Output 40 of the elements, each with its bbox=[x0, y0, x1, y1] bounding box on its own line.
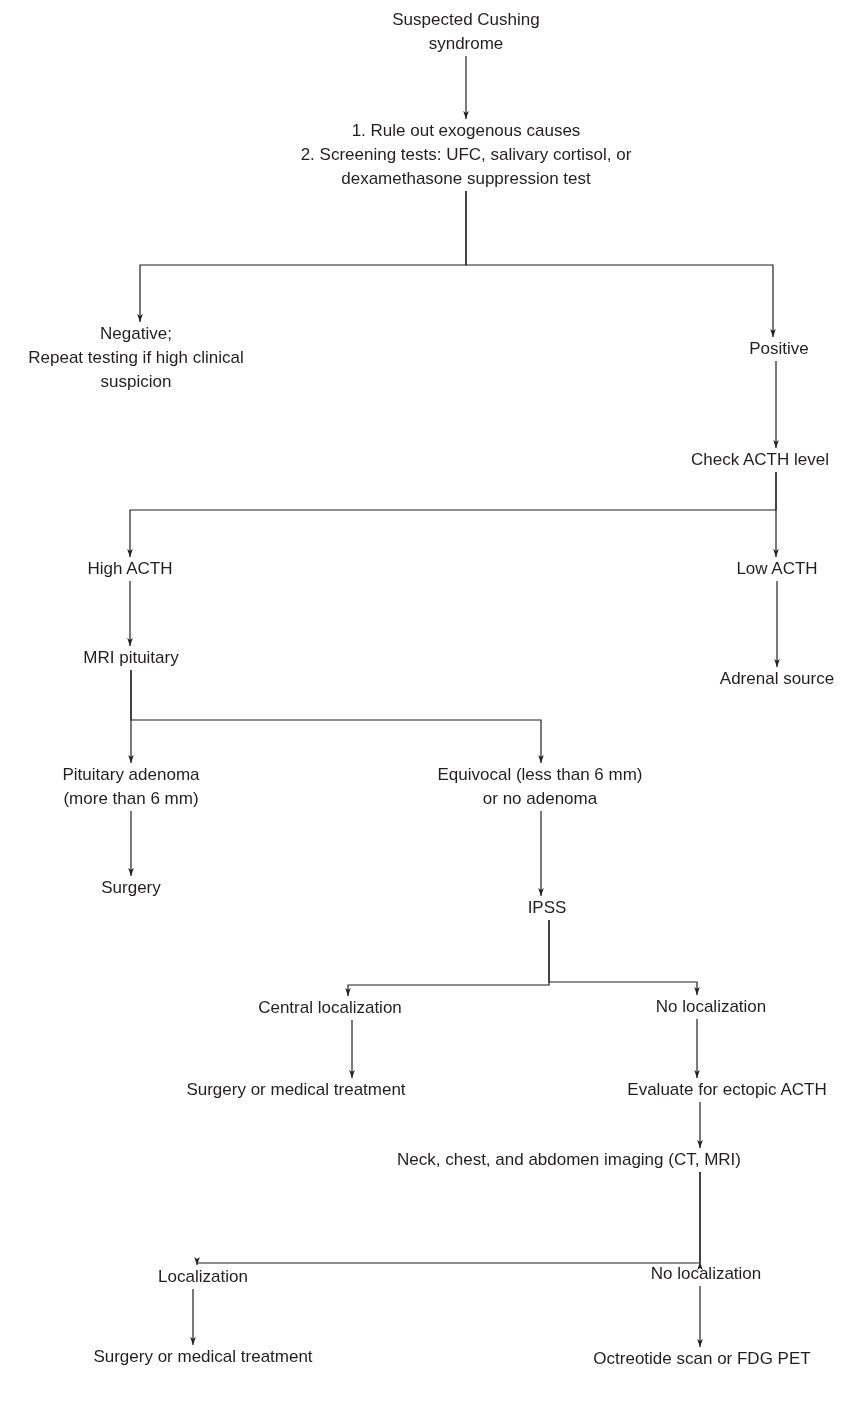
step-text: Surgery bbox=[101, 877, 161, 899]
step-text: Positive bbox=[749, 338, 809, 360]
step-text: Central localization bbox=[258, 997, 402, 1019]
arrow bbox=[694, 1018, 700, 1079]
step-text: 2. Screening tests: UFC, salivary cortisol, or dexamethasone suppression test bbox=[299, 144, 633, 190]
step-text: High ACTH bbox=[87, 558, 173, 580]
step-text: MRI pituitary bbox=[83, 647, 179, 669]
step-text: Check ACTH level bbox=[691, 449, 829, 471]
step-text: Suspected Cushing syndrome bbox=[391, 9, 541, 55]
step-text: 1. Rule out exogenous causes bbox=[350, 120, 582, 142]
arrow bbox=[128, 810, 134, 877]
step-text: No localization bbox=[655, 996, 767, 1018]
arrow bbox=[548, 919, 700, 996]
arrow bbox=[538, 810, 544, 897]
arrow bbox=[190, 1288, 196, 1346]
arrow bbox=[349, 1019, 355, 1079]
step-text: Repeat testing if high clinical suspicion bbox=[27, 347, 245, 393]
step-text: Evaluate for ectopic ACTH bbox=[627, 1079, 827, 1101]
step-text: Neck, chest, and abdomen imaging (CT, MRI) bbox=[397, 1149, 741, 1171]
arrow bbox=[465, 190, 776, 338]
step-text: Low ACTH bbox=[736, 558, 818, 580]
arrow bbox=[697, 1285, 703, 1348]
step-text: No localization bbox=[650, 1263, 762, 1285]
step-text: Pituitary adenoma (more than 6 mm) bbox=[61, 764, 201, 810]
arrow bbox=[774, 580, 780, 668]
step-text: Localization bbox=[158, 1266, 248, 1288]
arrow bbox=[130, 669, 544, 764]
step-text: Negative; bbox=[99, 323, 173, 345]
step-text: Surgery or medical treatment bbox=[186, 1079, 406, 1101]
arrow bbox=[127, 580, 133, 647]
arrow bbox=[697, 1171, 703, 1270]
arrow bbox=[773, 360, 779, 449]
step-text: Surgery or medical treatment bbox=[93, 1346, 313, 1368]
step-text: IPSS bbox=[527, 897, 567, 919]
arrow bbox=[773, 471, 779, 558]
arrow bbox=[697, 1101, 703, 1149]
step-text: Octreotide scan or FDG PET bbox=[593, 1348, 811, 1370]
step-text: Equivocal (less than 6 mm) or no adenoma bbox=[436, 764, 644, 810]
step-text: Adrenal source bbox=[719, 668, 835, 690]
arrow bbox=[463, 55, 469, 120]
